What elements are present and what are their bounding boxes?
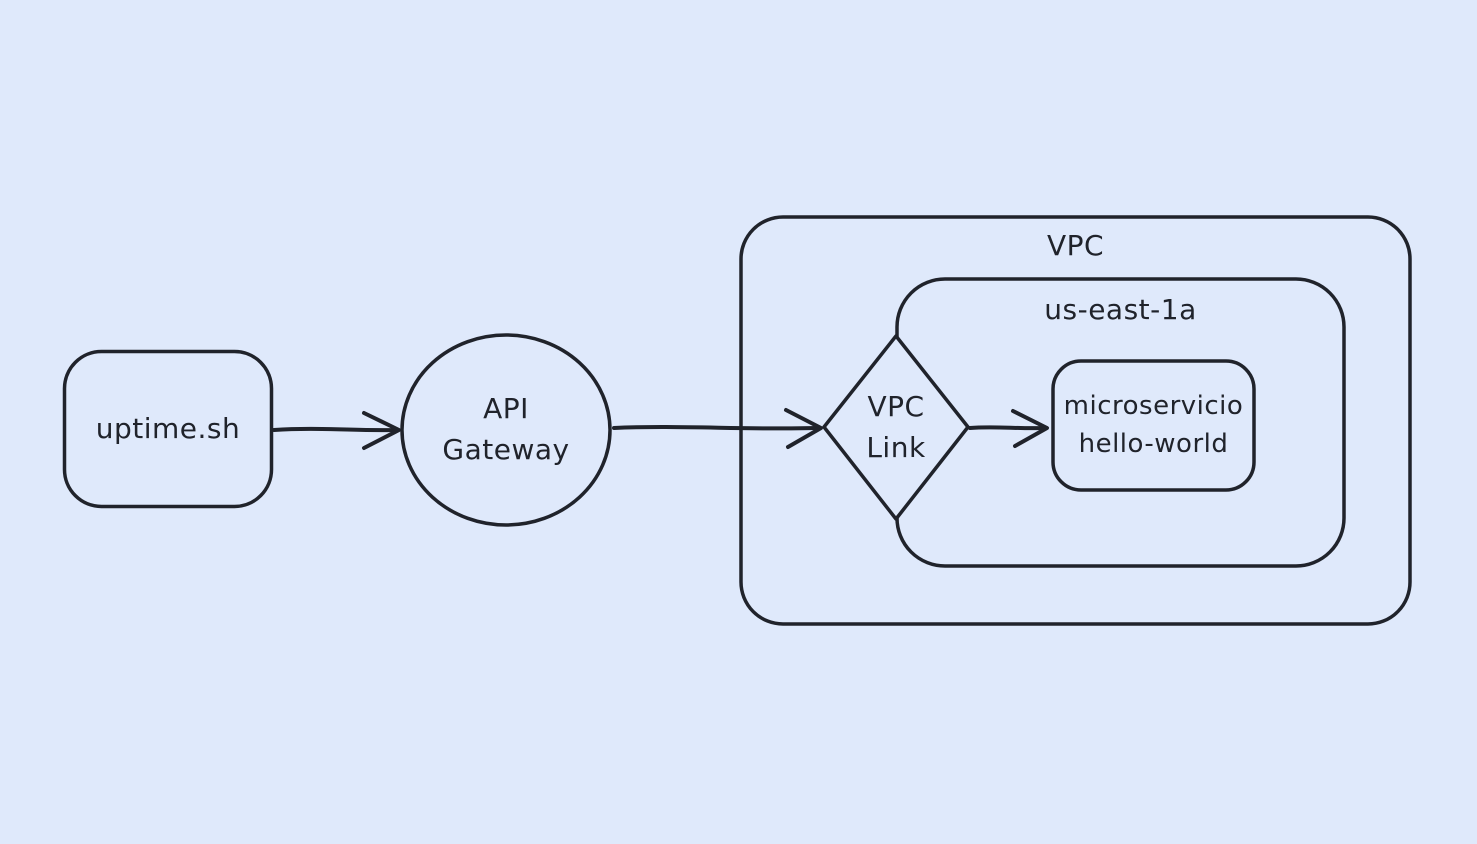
edge-shaft bbox=[272, 426, 397, 433]
edge-arrowhead-icon bbox=[1011, 409, 1049, 448]
microservice-node-shape bbox=[1051, 359, 1256, 492]
vpc-container-shape bbox=[739, 215, 1412, 626]
edge-uptime-to-gateway bbox=[272, 411, 401, 450]
api-gateway-node-shape bbox=[400, 333, 612, 527]
edge-shaft bbox=[612, 425, 819, 431]
edge-shaft bbox=[968, 425, 1045, 431]
uptime-node-shape bbox=[62, 349, 274, 509]
edge-arrowhead-icon bbox=[362, 411, 401, 450]
edge-gateway-to-vpclink bbox=[612, 408, 823, 449]
vpc-link-node-shape bbox=[822, 334, 970, 521]
edge-arrowhead-icon bbox=[784, 408, 823, 449]
edge-vpclink-to-microservice bbox=[968, 409, 1049, 448]
